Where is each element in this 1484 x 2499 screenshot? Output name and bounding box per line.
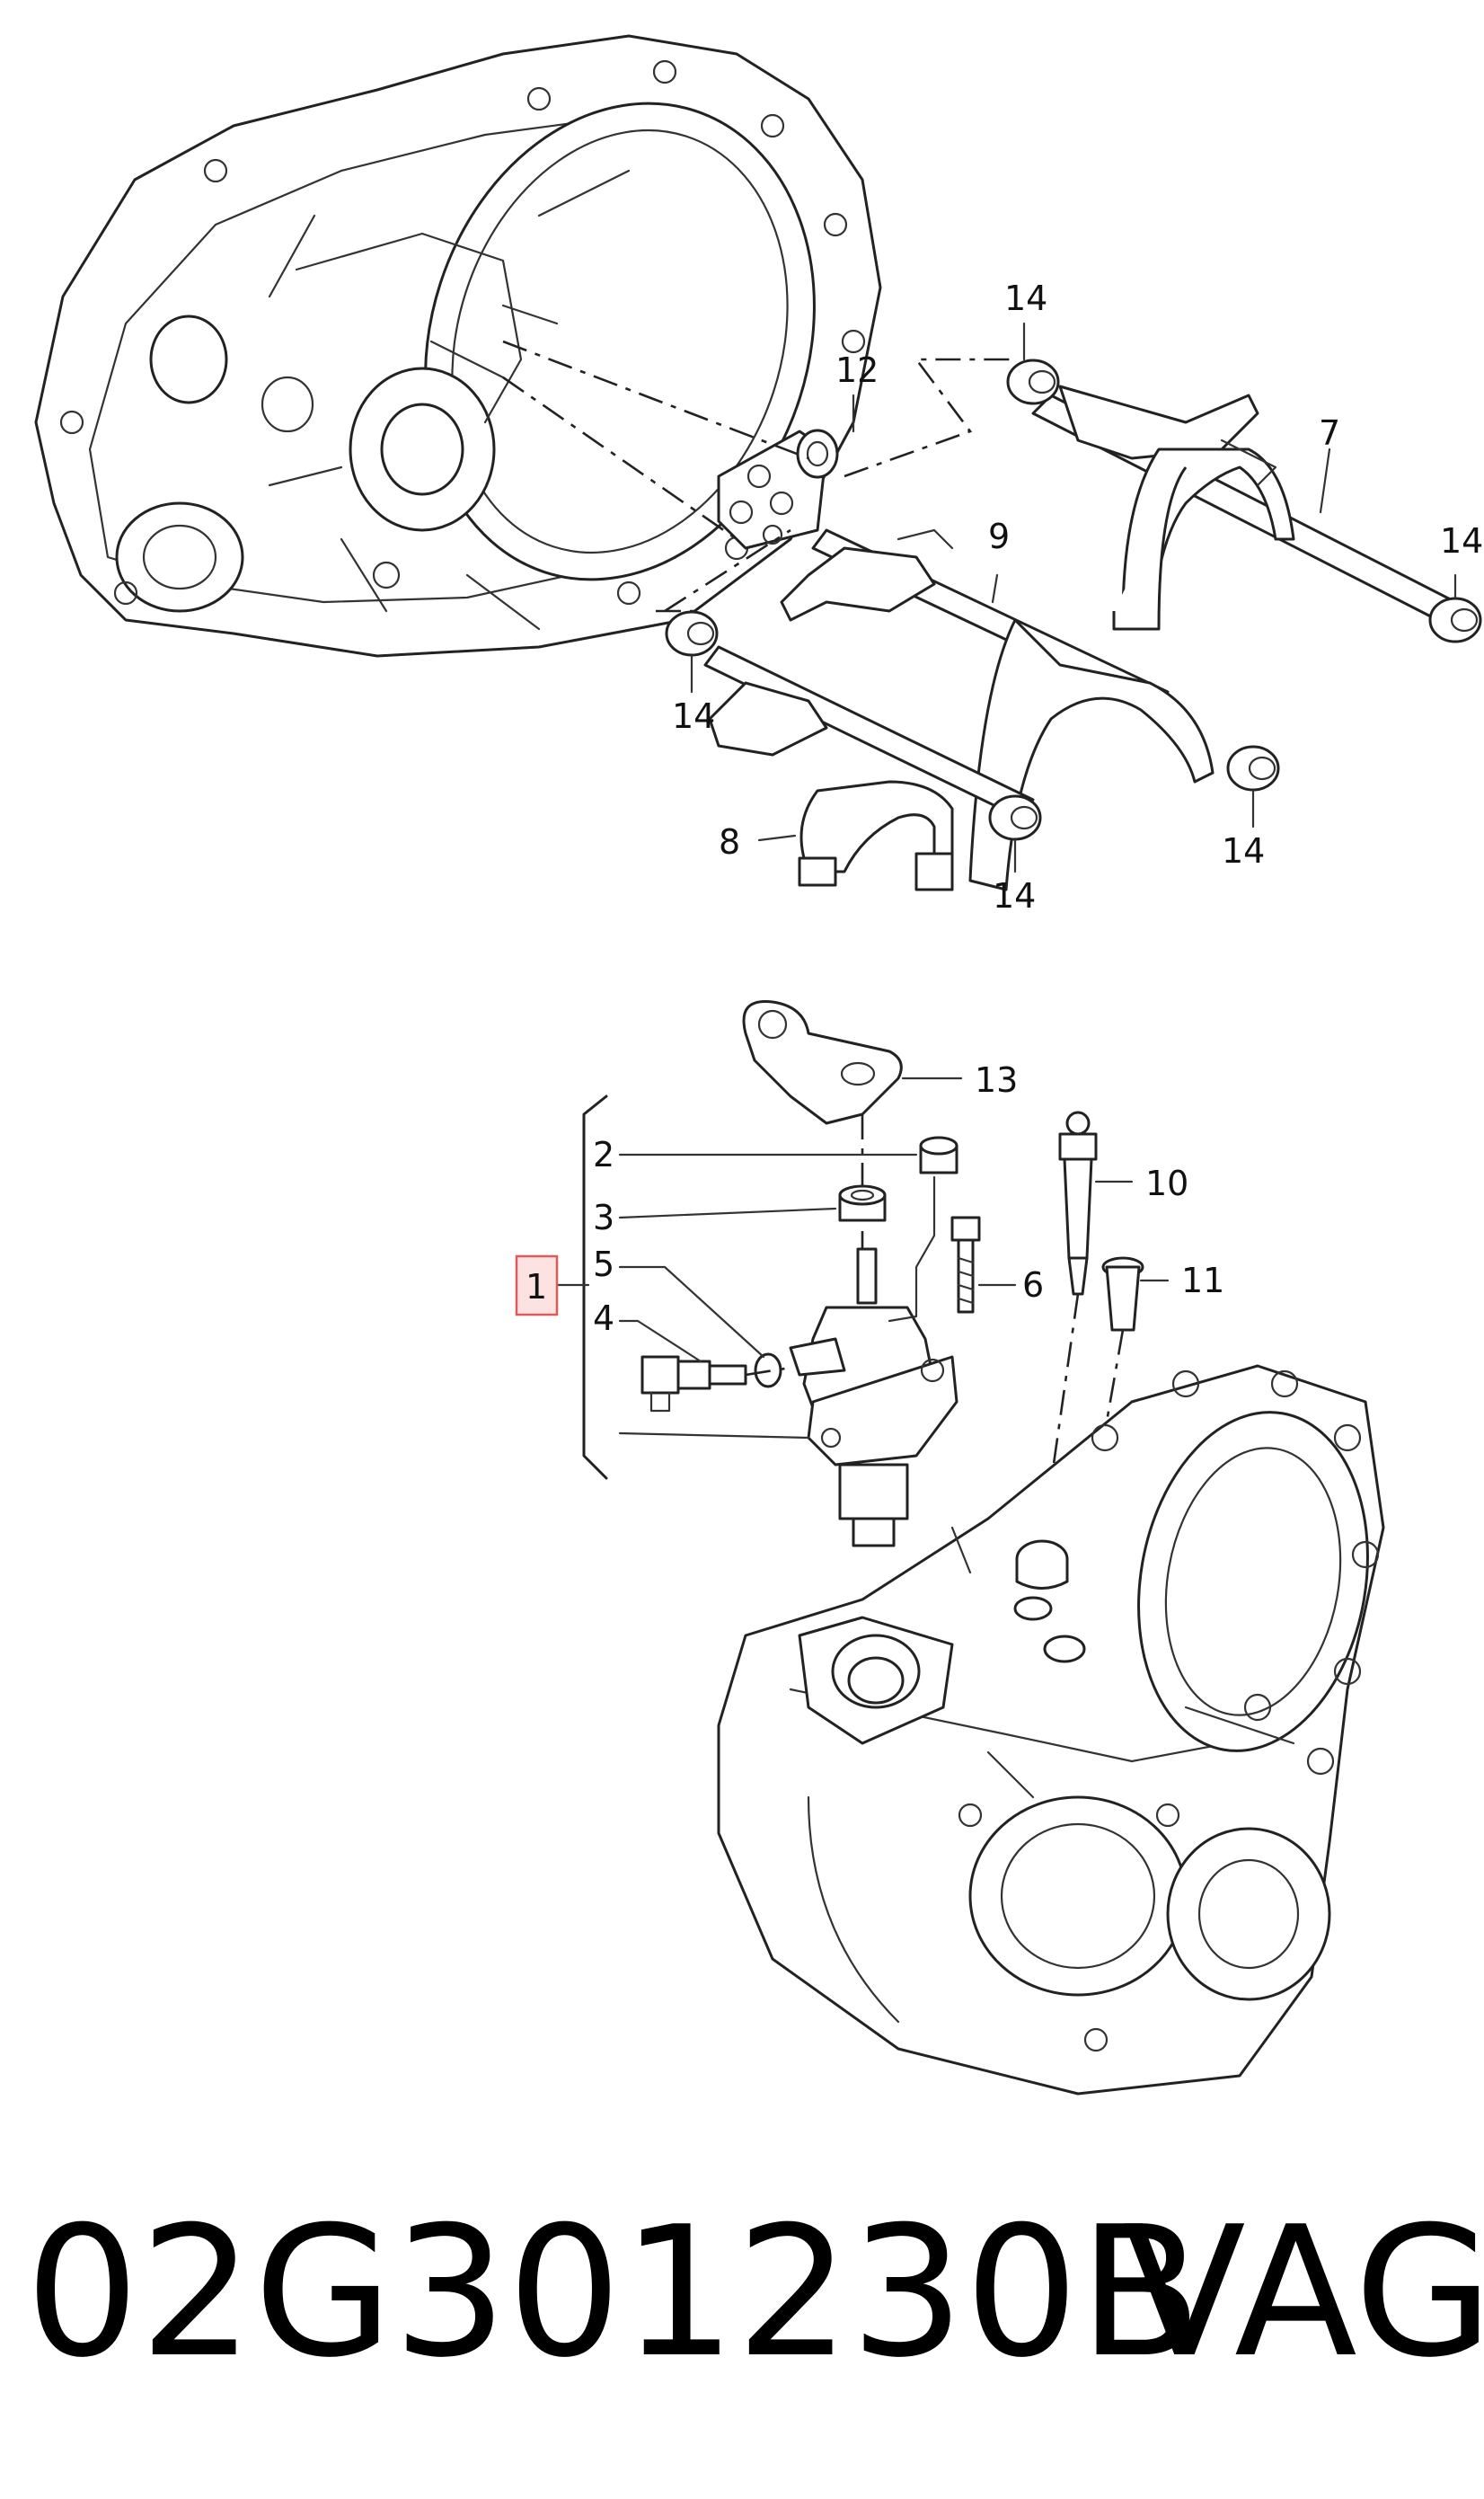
cap-part-2 <box>919 1136 958 1174</box>
callout-14-b: 14 <box>1440 521 1483 561</box>
sensor-part-4 <box>640 1355 747 1413</box>
callout-2: 2 <box>593 1135 614 1174</box>
shift-rod-part-7 <box>1031 385 1475 631</box>
brand-name: VAG <box>1123 2188 1484 2397</box>
seal-part-3 <box>838 1184 887 1222</box>
bushings-part-14 <box>665 359 1482 841</box>
callout-14-d: 14 <box>1222 831 1265 871</box>
actuator-part-1 <box>789 1247 958 1547</box>
bolt-part-6 <box>950 1216 981 1314</box>
callout-6: 6 <box>1022 1265 1044 1305</box>
bracket-part-13 <box>742 999 903 1125</box>
callout-11: 11 <box>1181 1261 1224 1300</box>
callout-14-e: 14 <box>993 876 1036 916</box>
callout-14-c: 14 <box>672 696 715 736</box>
callout-1-highlight <box>515 1254 559 1316</box>
pin-part-10 <box>1058 1111 1098 1296</box>
flange-part-12 <box>717 429 839 550</box>
callout-14-a: 14 <box>1004 279 1047 318</box>
callout-3: 3 <box>593 1198 614 1237</box>
shift-rod-part-9 <box>780 528 1215 891</box>
callout-4: 4 <box>593 1298 614 1338</box>
callout-5: 5 <box>593 1245 614 1284</box>
callout-1: 1 <box>526 1267 547 1307</box>
callout-9: 9 <box>988 517 1010 556</box>
part-number: 02G301230B <box>25 2188 1202 2397</box>
callout-12: 12 <box>835 350 879 390</box>
pin-part-11 <box>1101 1256 1144 1332</box>
gearbox-housing-top <box>34 34 882 658</box>
callout-7: 7 <box>1319 413 1340 453</box>
callout-13: 13 <box>975 1060 1018 1100</box>
callout-8: 8 <box>719 822 740 862</box>
gearbox-housing-bottom <box>717 1364 1385 2096</box>
callout-10: 10 <box>1145 1164 1188 1203</box>
